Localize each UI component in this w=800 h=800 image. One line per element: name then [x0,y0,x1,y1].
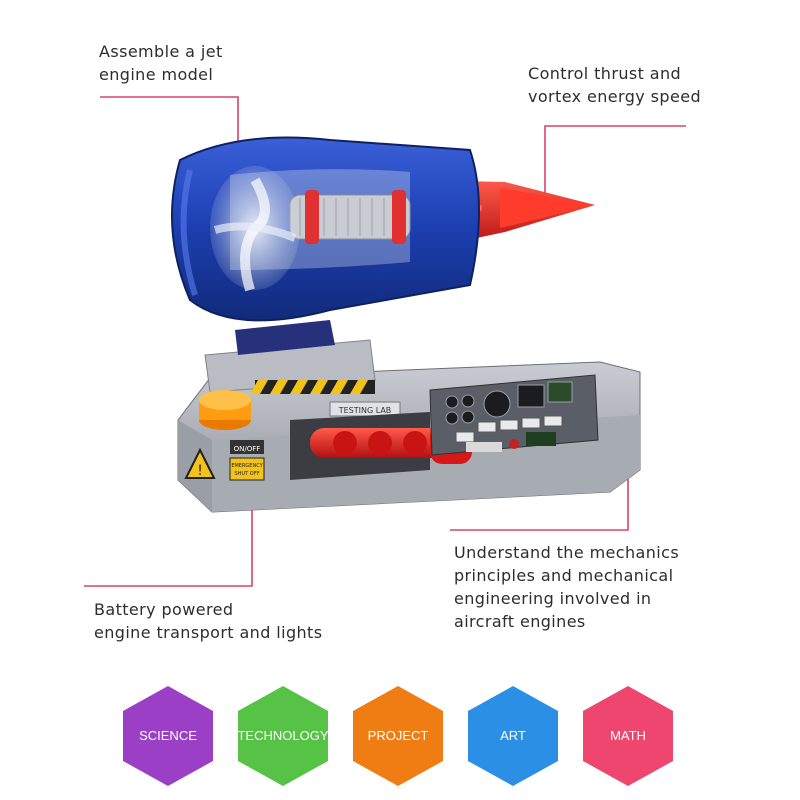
stem-label-art: ART [500,728,526,743]
stem-hexagon-shape [238,686,328,786]
svg-text:!: ! [197,463,203,479]
callout-thrust-line2: vortex energy speed [528,87,701,106]
front-fan-icon [210,166,300,292]
on-off-switch: ON/OFF EMERGENCY SHUT OFF [229,440,265,481]
callout-assemble-line2: engine model [99,65,214,84]
compressor-core [289,190,411,244]
testing-base: ! ON/OFF EMERGENCY SHUT OFF TESTING LAB [177,320,641,513]
callout-mechanics-line4: aircraft engines [454,612,586,631]
stem-label-technology: TECHNOLOGY [237,728,328,743]
jet-engine [171,136,595,322]
callout-mechanics: Understand the mechanics principles and … [454,541,679,633]
callout-battery-line2: engine transport and lights [94,623,323,642]
stem-label-math: MATH [610,728,646,743]
stem-hexagon-art: ART [468,686,558,786]
stem-hexagon-science: SCIENCE [123,686,213,786]
callout-thrust-line1: Control thrust and [528,64,682,83]
svg-text:SHUT OFF: SHUT OFF [235,471,260,477]
testing-lab-panel: TESTING LAB [329,401,401,417]
callout-battery-line1: Battery powered [94,600,234,619]
leader-thrust [544,125,686,205]
callout-mechanics-line3: engineering involved in [454,589,652,608]
callout-battery: Battery powered engine transport and lig… [94,598,322,644]
hazard-stripes [250,380,375,394]
warning-triangle-icon: ! [184,447,216,479]
beacon-light-icon [199,390,251,430]
callout-assemble: Assemble a jet engine model [99,40,223,86]
callout-assemble-line1: Assemble a jet [99,42,223,61]
stem-hexagon-project: PROJECT [353,686,443,786]
stem-hexagon-shape [353,686,443,786]
instrument-panel [429,374,599,456]
svg-text:TESTING LAB: TESTING LAB [338,406,392,415]
callout-mechanics-line2: principles and mechanical [454,566,674,585]
svg-text:ON/OFF: ON/OFF [234,445,261,453]
stem-hexagon-math: MATH [583,686,673,786]
stem-label-project: PROJECT [368,728,429,743]
svg-text:EMERGENCY: EMERGENCY [231,463,263,469]
callout-mechanics-line1: Understand the mechanics [454,543,680,562]
stem-hexagon-shape [123,686,213,786]
stem-hexagon-shape [583,686,673,786]
stem-hexagon-technology: TECHNOLOGY [237,686,329,786]
leader-battery [84,500,253,587]
stem-label-science: SCIENCE [139,728,197,743]
stem-hexagon-shape [468,686,558,786]
callout-thrust: Control thrust and vortex energy speed [528,62,701,108]
